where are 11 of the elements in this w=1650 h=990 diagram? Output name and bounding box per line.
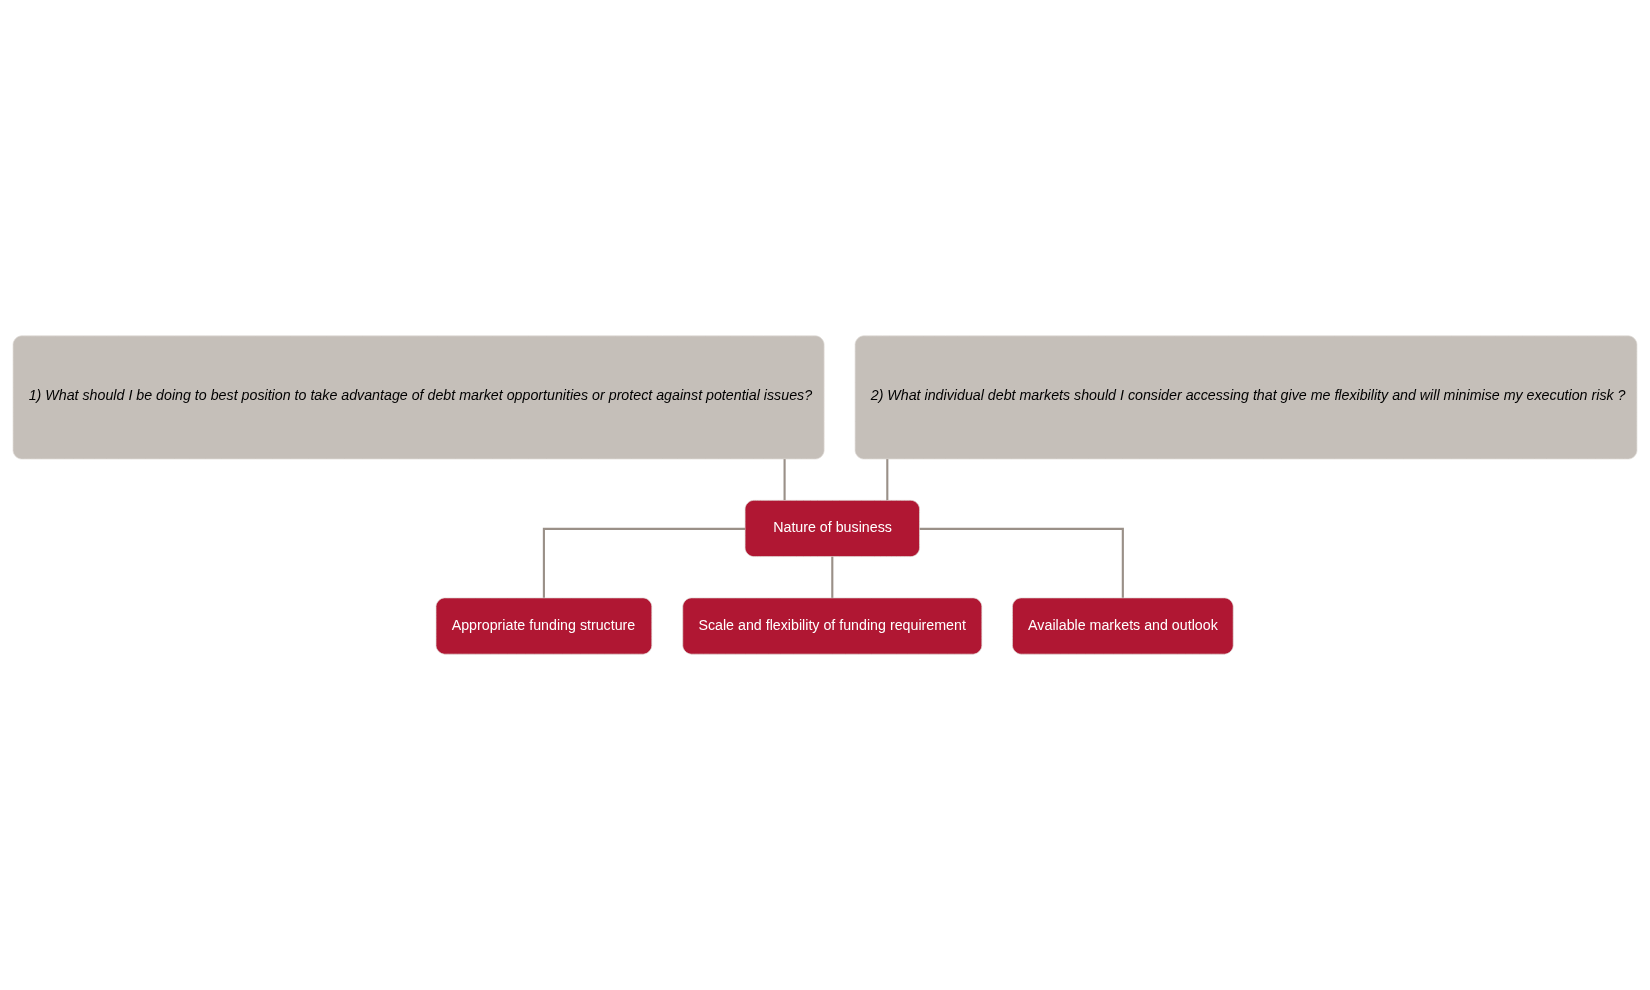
connector bbox=[831, 556, 834, 598]
node-box: Scale and flexibility of funding requirement bbox=[682, 597, 983, 655]
node-box: 1) What should I be doing to best position to take advantage of debt market opportunities or protect against potential issues? bbox=[12, 335, 825, 460]
node-box: Available markets and outlook bbox=[1012, 597, 1234, 655]
connector bbox=[542, 527, 745, 598]
node-box: Nature of business bbox=[744, 500, 920, 557]
node-box: 2) What individual debt markets should I consider accessing that give me flexibility and will minimise my execution risk ? bbox=[854, 335, 1638, 460]
connector bbox=[919, 527, 1124, 598]
node-box: Appropriate funding structure bbox=[435, 597, 653, 655]
connector bbox=[886, 459, 889, 501]
connector bbox=[783, 459, 786, 501]
